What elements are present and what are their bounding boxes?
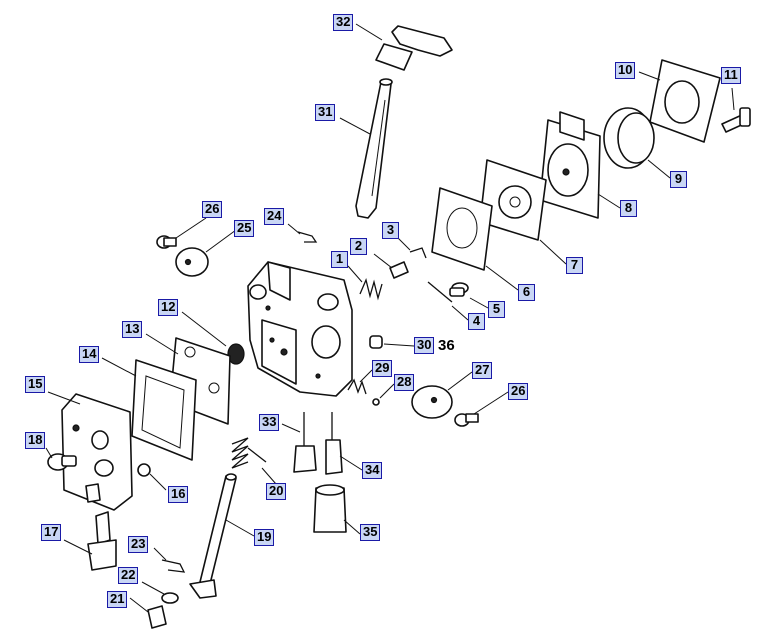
callout-27: 27: [472, 362, 493, 379]
callout-21: 21: [107, 591, 128, 608]
callout-26-right: 26: [508, 383, 529, 400]
part-10-gasket: [649, 59, 721, 143]
part-4-pin: [427, 281, 453, 303]
callout-34: 34: [362, 462, 383, 479]
callout-26-left: 26: [202, 201, 223, 218]
part-26-screw-right: [454, 413, 479, 427]
part-11-screw: [721, 107, 751, 133]
part-20-spring: [231, 437, 267, 469]
part-14-diaphragm-plate: [131, 359, 197, 461]
part-23-clip: [161, 559, 186, 573]
callout-8: 8: [620, 200, 637, 217]
part-6-diaphragm: [431, 187, 493, 271]
callout-5: 5: [488, 301, 505, 318]
label-36: 36: [438, 337, 455, 354]
part-3-clip: [409, 247, 427, 259]
part-9-ring: [603, 107, 655, 169]
part-34-needle: [325, 412, 343, 475]
part-26-screw-left: [156, 235, 177, 249]
callout-4: 4: [468, 313, 485, 330]
part-16-plug: [137, 463, 151, 477]
part-2-needle: [389, 261, 409, 279]
part-28-ball: [372, 398, 380, 406]
part-24-clip: [297, 231, 318, 243]
part-32-t-handle: [375, 25, 453, 71]
part-31-shaft: [355, 78, 393, 219]
callout-10: 10: [615, 62, 636, 79]
callout-16: 16: [168, 486, 189, 503]
carburetor-body: [247, 261, 353, 397]
callout-33: 33: [259, 414, 280, 431]
callout-31: 31: [315, 104, 336, 121]
part-17-screw: [87, 511, 117, 571]
callout-23: 23: [128, 536, 149, 553]
leader-lines: [45, 23, 735, 613]
part-8-pump-cover: [539, 111, 601, 219]
callout-15: 15: [25, 376, 46, 393]
part-21-nut: [147, 605, 167, 629]
part-35-sleeve: [313, 484, 347, 533]
callout-13: 13: [122, 321, 143, 338]
callout-28: 28: [394, 374, 415, 391]
callout-1: 1: [331, 251, 348, 268]
part-19-lever-shaft: [189, 473, 237, 599]
part-25-disc: [175, 247, 209, 277]
part-22-washer: [161, 592, 179, 604]
callout-35: 35: [360, 524, 381, 541]
callout-20: 20: [266, 483, 287, 500]
callout-32: 32: [333, 14, 354, 31]
part-30-nut: [369, 335, 383, 349]
callout-30: 30: [414, 337, 435, 354]
part-5-screw: [449, 282, 469, 297]
callout-12: 12: [158, 299, 179, 316]
part-33-needle: [293, 412, 317, 473]
callout-24: 24: [264, 208, 285, 225]
callout-19: 19: [254, 529, 275, 546]
part-1-spring: [359, 277, 383, 301]
callout-25: 25: [234, 220, 255, 237]
part-29-spring: [347, 378, 367, 395]
callout-3: 3: [382, 222, 399, 239]
callout-29: 29: [372, 360, 393, 377]
callout-11: 11: [721, 67, 741, 84]
part-15-cover: [61, 393, 133, 511]
callout-2: 2: [350, 238, 367, 255]
callout-17: 17: [41, 524, 62, 541]
part-18-screw: [47, 453, 77, 471]
callout-7: 7: [566, 257, 583, 274]
callout-6: 6: [518, 284, 535, 301]
part-27-disc: [411, 385, 453, 419]
part-12-screen: [227, 343, 245, 365]
part-7-gasket: [479, 159, 547, 241]
callout-9: 9: [670, 171, 687, 188]
callout-22: 22: [118, 567, 139, 584]
callout-18: 18: [25, 432, 46, 449]
callout-14: 14: [79, 346, 100, 363]
